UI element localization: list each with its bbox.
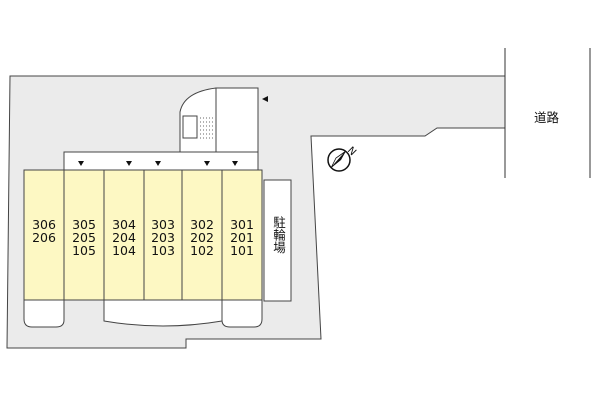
unit-304 [103,169,145,301]
balcony-center [103,299,223,327]
bicycle-parking-label: 駐輪場 [271,216,286,254]
road-label: 道路 [534,110,560,125]
stair-core [215,87,259,153]
stair-steps [200,117,214,139]
balcony-left [23,299,65,328]
building [23,169,263,301]
compass-icon: N [327,145,358,172]
unit-303 [143,169,183,301]
entrance-arrow [262,96,268,102]
unit-301 [221,169,263,301]
balcony-right [221,299,263,328]
door-markers [78,161,238,166]
unit-302 [181,169,223,301]
unit-306 [23,169,65,301]
unit-305 [63,169,105,301]
stair-flight [182,115,198,139]
bicycle-parking [263,179,292,302]
